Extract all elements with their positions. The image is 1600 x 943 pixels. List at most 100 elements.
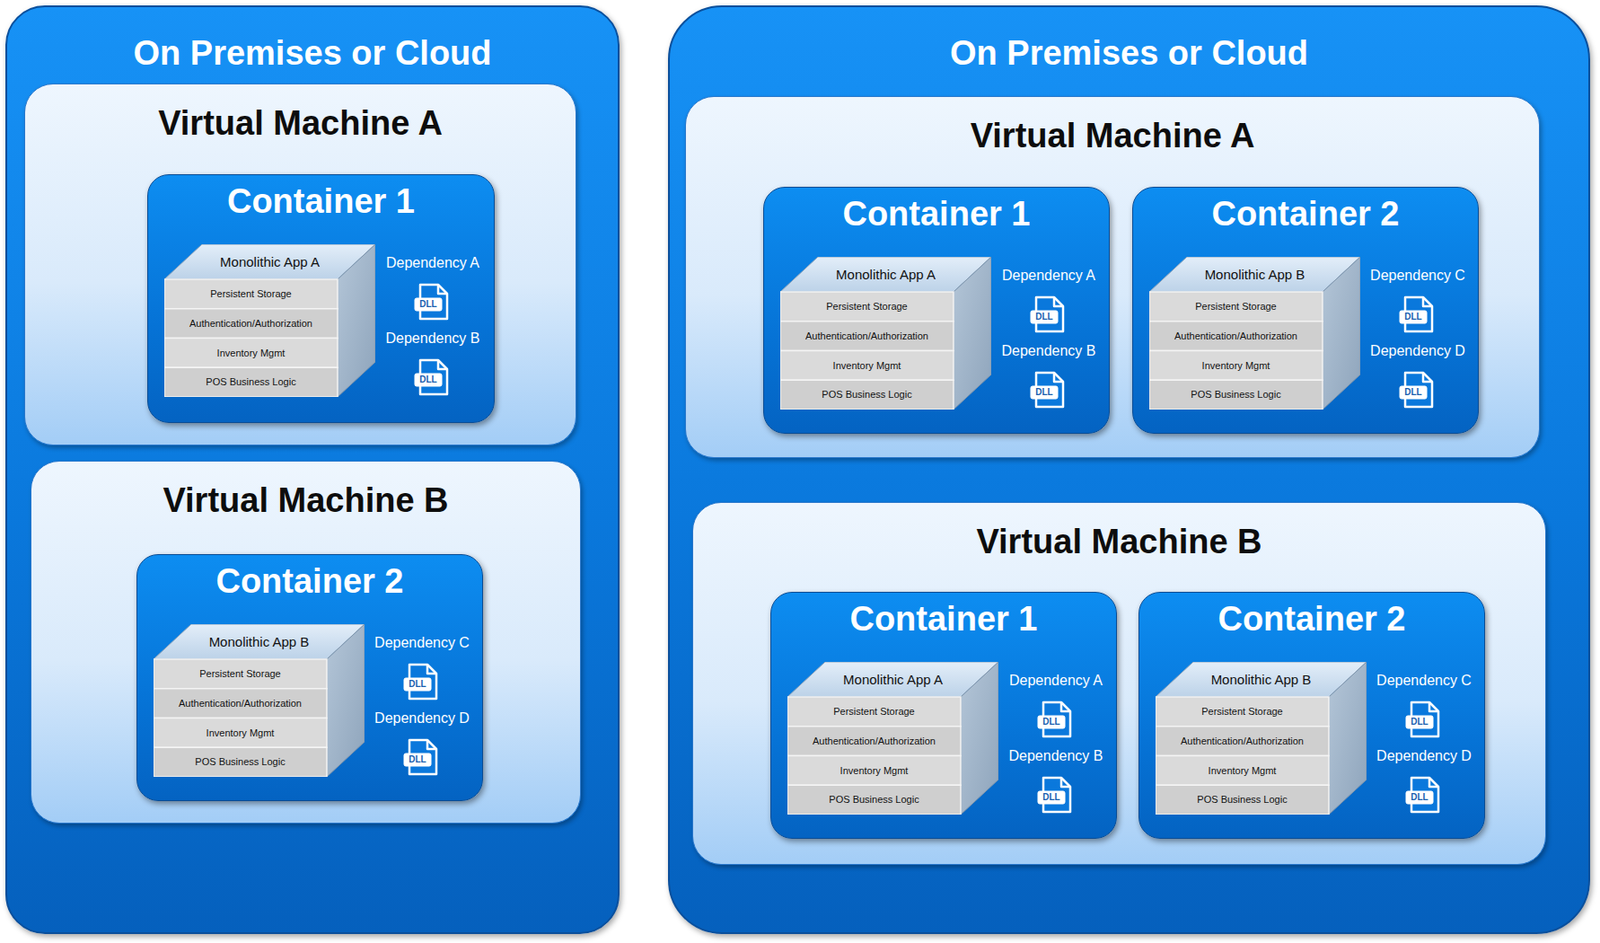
dependency-label: Dependency D [1362,342,1474,361]
cube-layer-band [787,726,961,757]
dependency-file: Dependency BDLL [377,329,489,400]
container-title: Container 1 [771,597,1117,640]
app-layer: Authentication/Authorization [164,308,338,339]
dependency-file: Dependency DDLL [366,709,478,780]
cube-layer-band [1155,696,1329,727]
dependency-label: Dependency C [1368,671,1480,690]
cube-layer-band [1155,784,1329,815]
app-name: Monolithic App B [1161,256,1348,292]
app-layer: Persistent Storage [780,291,954,322]
app-cube: Monolithic App BPersistent StorageAuthen… [1155,661,1367,815]
cube-layer-band [1149,379,1323,410]
virtual-machine-box: Virtual Machine AContainer 1Monolithic A… [685,96,1540,458]
cube-layer-band [153,688,327,719]
virtual-machine-box: Virtual Machine AContainer 1Monolithic A… [24,83,577,446]
file-fold [1429,777,1439,787]
app-cube: Monolithic App BPersistent StorageAuthen… [1149,256,1361,410]
container-box: Container 1 Monolithic App APersistent St… [147,174,495,423]
app-layer: Authentication/Authorization [787,726,961,757]
app-name: Monolithic App B [1168,661,1354,697]
file-fold [1054,297,1064,307]
app-layer: Persistent Storage [787,696,961,727]
dependency-label: Dependency A [377,254,489,273]
dll-badge [1030,386,1058,399]
file-fold [1423,372,1433,382]
container-title: Container 2 [1139,597,1485,640]
dll-badge [1406,791,1433,804]
app-layer: Authentication/Authorization [1149,321,1323,352]
app-cube: Monolithic App APersistent StorageAuthen… [164,244,376,397]
dll-badge-text: DLL [1037,716,1065,728]
app-layer: Persistent Storage [1149,291,1323,322]
app-layer: POS Business Logic [1149,379,1323,410]
file-fold [1061,777,1071,787]
file-fold [1061,702,1071,712]
cube-layer-band [1155,726,1329,757]
app-layer: Inventory Mgmt [1155,756,1329,786]
cube-layer-band [1149,321,1323,352]
cube-layer-band [1149,351,1323,381]
app-layer: POS Business Logic [780,379,954,410]
dependency-file: Dependency ADLL [993,266,1105,337]
cube-layer-band [1155,756,1329,786]
dependency-label: Dependency C [366,633,478,652]
dll-badge [1030,310,1058,324]
app-layer: Persistent Storage [153,659,327,689]
dll-badge [1406,715,1433,729]
dll-badge-text: DLL [1037,791,1065,803]
container-title: Container 2 [1133,193,1478,235]
dependency-file: Dependency ADLL [1000,671,1112,742]
cube-layer-band [780,379,954,410]
dependency-label: Dependency B [993,342,1105,361]
dll-badge-text: DLL [1406,791,1433,803]
app-name: Monolithic App A [792,256,979,292]
dependency-file: Dependency CDLL [366,633,478,704]
dependency-file: Dependency BDLL [993,342,1105,413]
file-fold [1429,702,1439,712]
dll-badge [414,298,442,311]
cube-layer-band [1149,291,1323,322]
dll-badge-text: DLL [404,754,431,765]
environment-panel: On Premises or CloudVirtual Machine ACon… [5,5,620,934]
file-fold [427,664,437,674]
dependency-file: Dependency BDLL [1000,747,1112,818]
cube-layer-band [164,338,338,369]
container-title: Container 1 [148,180,494,222]
container-box: Container 1Monolithic App APersistent St… [763,186,1110,434]
dll-badge [404,753,431,766]
dependency-file: Dependency CDLL [1362,266,1474,337]
dll-badge [404,677,431,691]
container-box: Container 2 Monolithic App BPersistent St… [1132,186,1479,434]
app-layer: POS Business Logic [1155,784,1329,815]
file-fold [438,360,448,370]
app-cube: Monolithic App BPersistent StorageAuthen… [153,624,365,777]
app-name: Monolithic App B [166,624,352,660]
app-layer: Persistent Storage [1155,696,1329,727]
cube-layer-band [153,718,327,748]
file-fold [438,284,448,294]
cube-layer-band [787,784,961,815]
app-layer: POS Business Logic [153,747,327,777]
cube-layer-band [780,321,954,352]
app-layer: Inventory Mgmt [780,351,954,381]
app-layer: Inventory Mgmt [1149,351,1323,381]
dependency-file: Dependency A DLL [377,254,489,325]
cube-side-face [953,256,992,410]
dll-badge [1037,715,1065,729]
cube-layer-band [153,659,327,689]
panel-title: On Premises or Cloud [7,32,618,74]
dll-badge-text: DLL [414,298,442,310]
dll-badge-text: DLL [414,374,442,386]
dll-badge [1399,310,1427,324]
app-layer: POS Business Logic [164,367,338,397]
app-layer: Inventory Mgmt [164,338,338,369]
dependency-label: Dependency C [1362,266,1474,285]
file-fold [1423,297,1433,307]
cube-side-face [337,244,376,397]
cube-layer-band [787,696,961,727]
cube-layer-band [153,747,327,777]
vm-title: Virtual Machine B [693,520,1546,563]
cube-layer-band [780,291,954,322]
dependency-label: Dependency D [1368,747,1480,765]
app-layer: Authentication/Authorization [780,321,954,352]
